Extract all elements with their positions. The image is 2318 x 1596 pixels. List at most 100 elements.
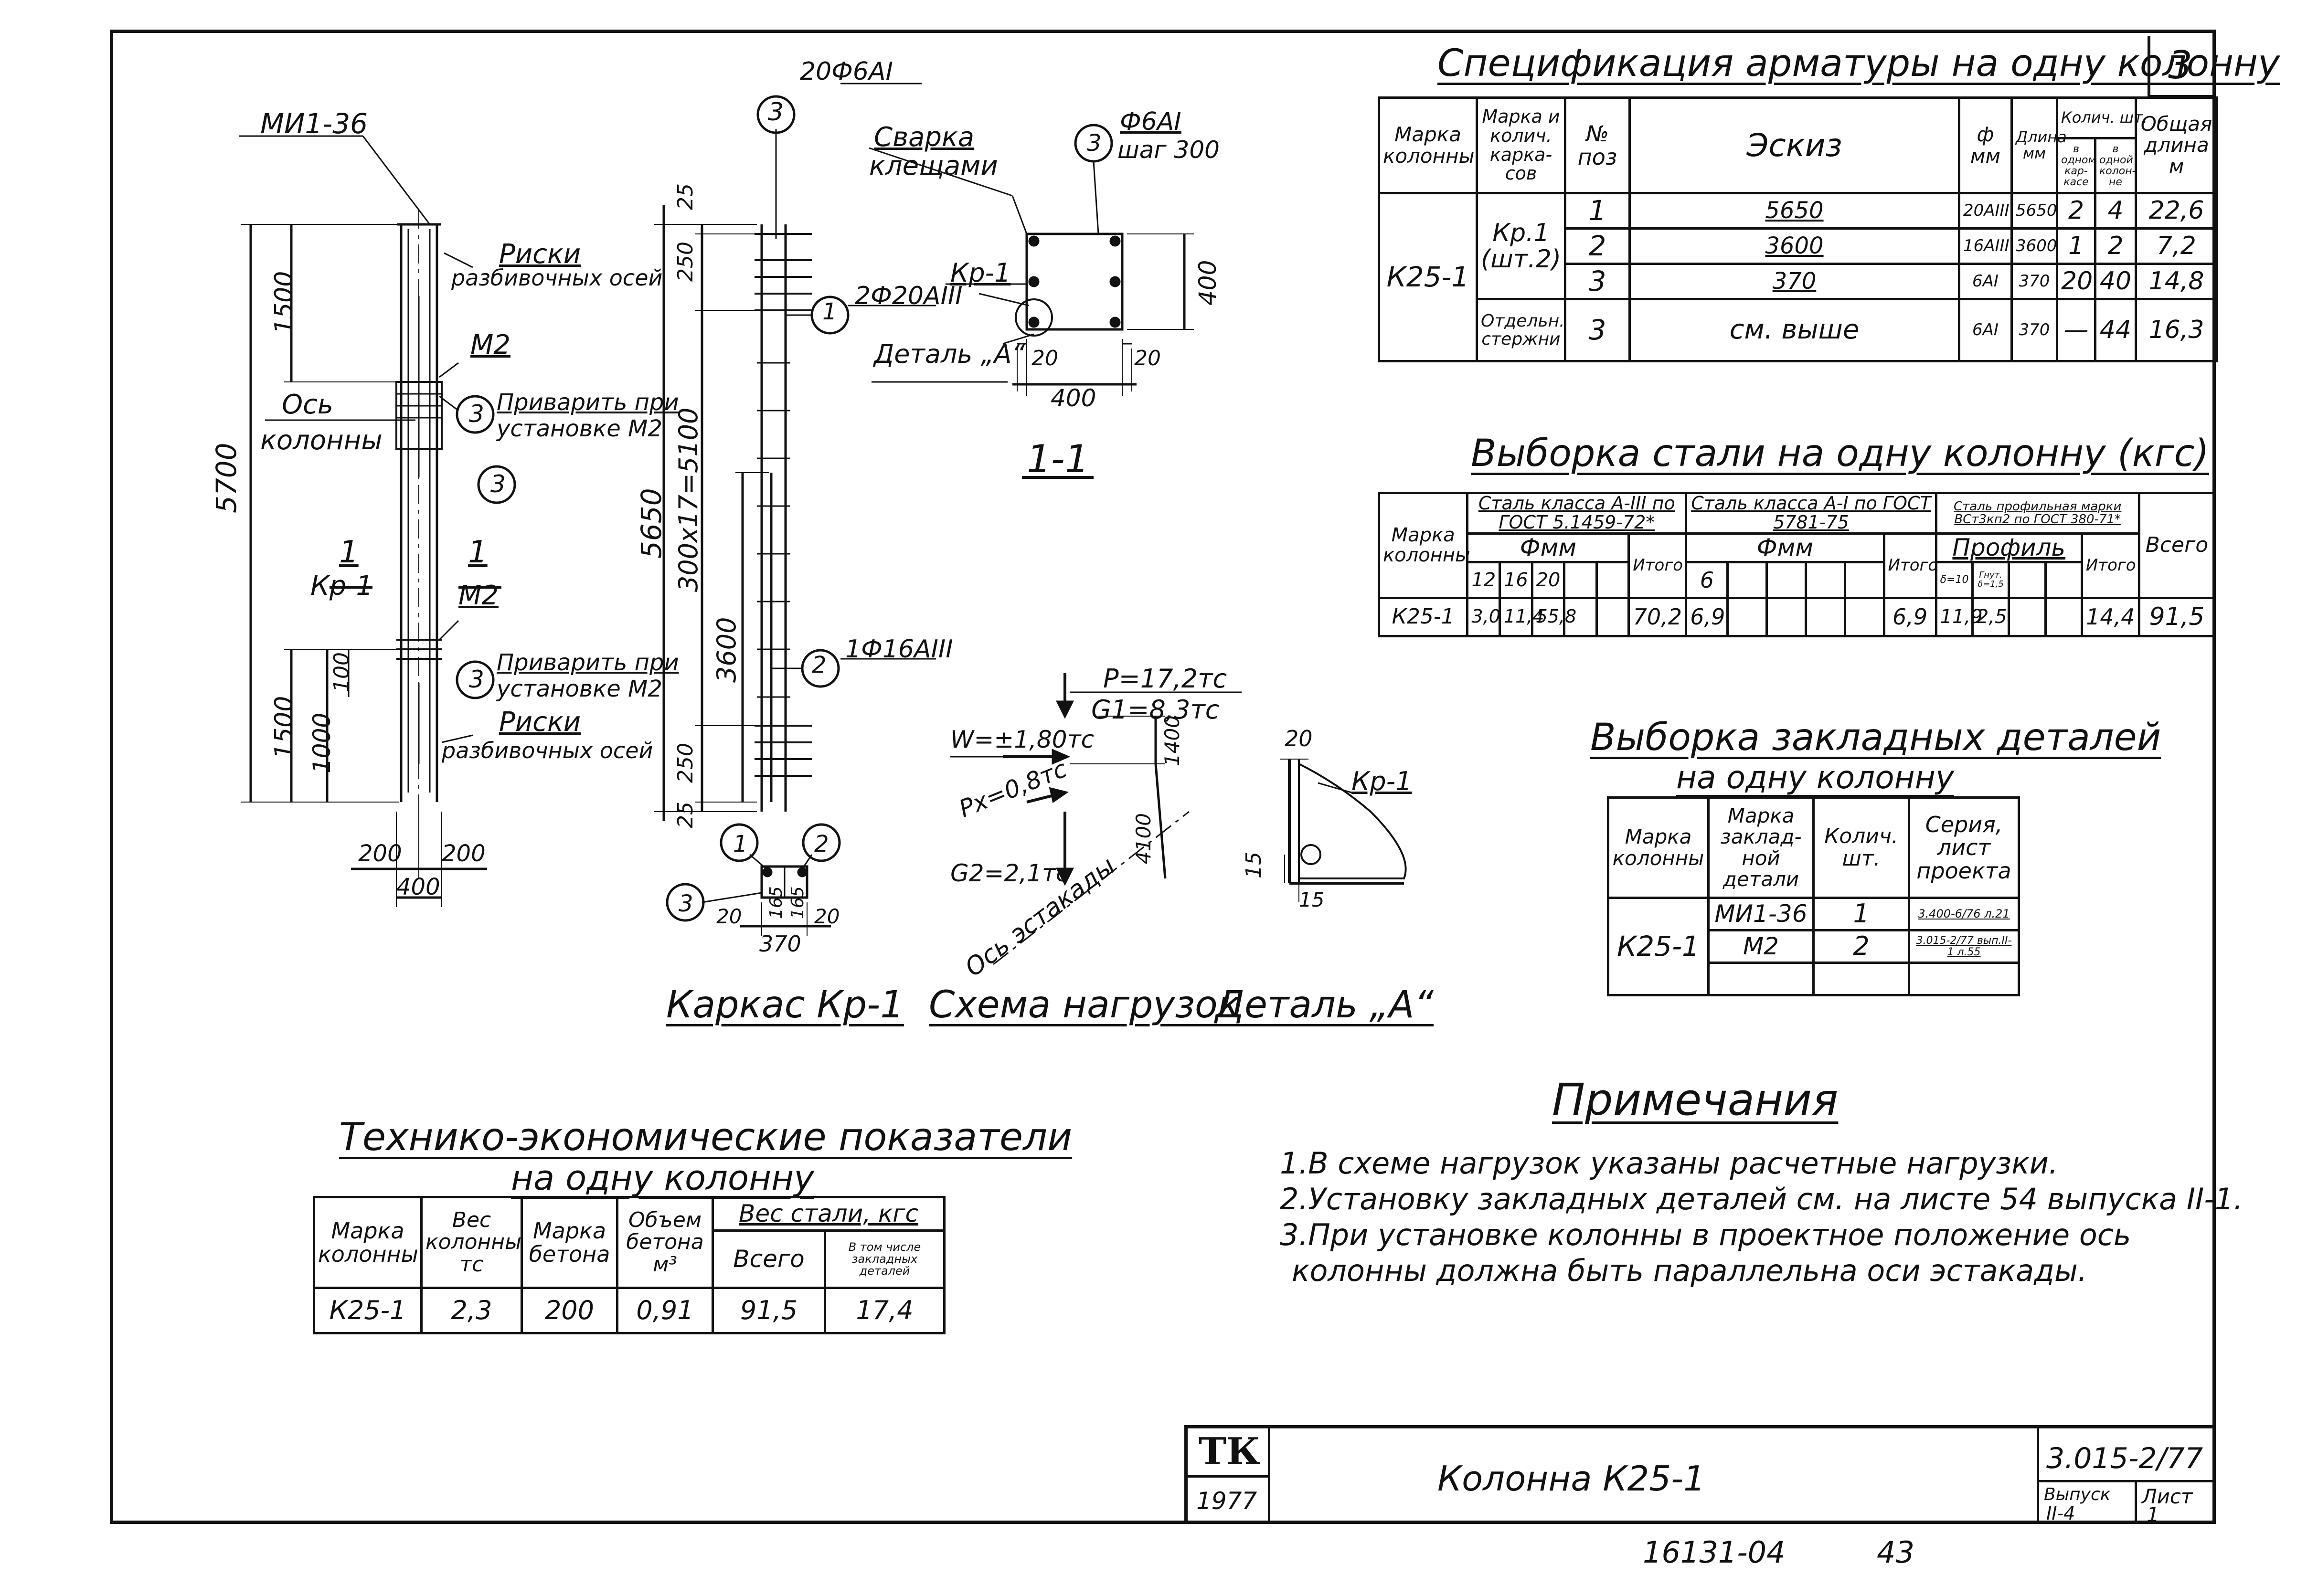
tep-steel-emb: 17,4: [824, 1287, 946, 1334]
sec-pos-2: 2: [814, 831, 829, 857]
steel-h-total3: Итого: [2080, 532, 2140, 599]
spec-pos: 2: [1564, 227, 1631, 265]
dim-250-bot: 250: [673, 743, 698, 783]
spec-extra-total: 16,3: [2135, 298, 2219, 362]
spec-q1: 2: [2056, 192, 2096, 230]
steel-h-a3: Сталь класса А-III по ГОСТ 5.1459-72*: [1466, 492, 1688, 535]
spec-title: Спецификация арматуры на одну колонну: [1437, 42, 2280, 85]
dim-200-right: 200: [442, 840, 486, 867]
dim-25-top: 25: [673, 183, 698, 210]
stamp-top-line: [1184, 1425, 2216, 1428]
emb-h-ref: Серия, лист проекта: [1908, 796, 2020, 899]
steel-v-empty: [2044, 596, 2083, 637]
label-marks-top: Риски: [499, 239, 581, 270]
column-elevation: [239, 135, 516, 907]
spec-len: 3600: [2010, 227, 2058, 265]
dim-1500-bot: 1500: [270, 696, 298, 759]
steel-d-empty: [1726, 560, 1768, 599]
steel-mark: К25-1: [1377, 596, 1469, 637]
load-dim-1400: 1400: [1160, 715, 1184, 766]
title-frame: Каркас Кр-1: [666, 983, 904, 1026]
spec-pos: 3: [1564, 263, 1631, 300]
steel-d20: 20: [1531, 560, 1566, 599]
label-marks-bottom2: разбивочных осей: [442, 738, 653, 763]
load-g1: G1=8,3тс: [1091, 695, 1220, 725]
load-scheme: [950, 673, 1242, 965]
spec-extra-q2: 44: [2094, 298, 2137, 362]
steel-d16: 16: [1498, 560, 1533, 599]
stamp-issue-label: Выпуск: [2044, 1485, 2111, 1504]
steel-d-empty: [1595, 560, 1630, 599]
note-3: 3.При установке колонны в проектное поло…: [1280, 1217, 2131, 1252]
stamp-sheet: 1: [2147, 1503, 2159, 1526]
load-g2: G2=2,1тс: [950, 859, 1069, 887]
spec-sketch: 370: [1628, 263, 1960, 300]
drawing-frame: [110, 30, 2216, 1524]
steel-p-empty: [2008, 560, 2047, 599]
label-sec-num: 1: [339, 535, 359, 570]
stamp-sheet-divider: [2135, 1482, 2137, 1524]
notes-title: Примечания: [1552, 1074, 1839, 1125]
frame-pos-1: 1: [822, 298, 837, 325]
label-sec-kr: Кр-1: [310, 571, 373, 602]
steel-d-empty: [1843, 560, 1885, 599]
tep-h-steel: Вес стали, кгс: [712, 1196, 946, 1232]
label-sec-num-right: 1: [468, 535, 488, 570]
load-w: W=±1,80тс: [950, 726, 1095, 753]
dim-400-vertical: 400: [1194, 260, 1222, 306]
spec-h-frame: Марка и колич. карка-сов: [1476, 96, 1566, 194]
spec-dia: 16АIII: [1958, 227, 2013, 265]
stamp-sheet-label: Лист: [2142, 1485, 2193, 1508]
spec-h-dia: ф мм: [1958, 96, 2013, 194]
spec-q2: 2: [2094, 227, 2137, 265]
stamp-year-divider: [1188, 1475, 1268, 1478]
stamp-logo-divider: [1268, 1425, 1270, 1524]
steel-v-empty: [2008, 596, 2047, 637]
spec-extra-q1: —: [2056, 298, 2096, 362]
pos-3-a: 3: [469, 400, 484, 428]
label-mi1-36: МИ1-36: [260, 107, 368, 140]
stamp-logo: ТК: [1199, 1430, 1260, 1473]
steel-h-fmm2: Фмм: [1685, 532, 1885, 563]
emb-table: Марка колонны Марка заклад-ной детали Ко…: [1607, 796, 2020, 996]
tep-h-concrete: Марка бетона: [521, 1196, 618, 1289]
dim-400: 400: [396, 874, 440, 900]
steel-d-empty: [1563, 560, 1598, 599]
emb-empty: [1908, 962, 2020, 996]
tep-h-mark: Марка колонны: [313, 1196, 423, 1289]
steel-pv2: 2,5: [1971, 596, 2010, 637]
emb-title2: на одну колонну: [1676, 759, 1954, 796]
label-m2-bottom: М2: [458, 580, 499, 611]
detail-dim-15a: 15: [1242, 852, 1266, 878]
spec-h-q1: в одном кар-касе: [2056, 137, 2096, 194]
label-marks-bottom: Риски: [499, 707, 581, 738]
pos-3-b: 3: [490, 470, 506, 498]
emb-h-qty: Колич. шт.: [1812, 796, 1910, 899]
tep-mark: К25-1: [313, 1287, 423, 1334]
spec-q2: 4: [2094, 192, 2137, 230]
section-title: 1-1: [1027, 437, 1089, 481]
detail-kr: Кр-1: [1351, 766, 1412, 796]
spec-extra-dia: 6АI: [1958, 298, 2013, 362]
tep-volume: 0,91: [616, 1287, 714, 1334]
tep-h-all: Всего: [712, 1229, 826, 1289]
spec-h-len: Длина мм: [2010, 96, 2067, 194]
spec-h-pos: № поз: [1564, 96, 1631, 194]
spec-h-sketch: Эскиз: [1628, 96, 1960, 194]
stamp-left-line: [1184, 1425, 1188, 1524]
spec-total: 22,6: [2135, 192, 2219, 230]
steel-h-mark: Марка колонны: [1377, 492, 1470, 599]
load-p: P=17,2тс: [1103, 664, 1227, 694]
spec-q1: 1: [2056, 227, 2096, 265]
section-pos-3: 3: [1087, 130, 1102, 157]
dim-5650: 5650: [635, 488, 668, 559]
spec-sketch: 3600: [1628, 227, 1960, 265]
frame-kr1: [654, 83, 936, 936]
sec-dim-20-left: 20: [716, 905, 742, 928]
dim-25-bot: 25: [673, 802, 698, 828]
label-section-kr: Кр-1: [950, 258, 1011, 288]
spec-sketch: 5650: [1628, 192, 1960, 230]
dim-20-right: 20: [1134, 346, 1161, 370]
emb-qty: 2: [1812, 929, 1910, 964]
steel-title: Выборка стали на одну колонну (кгс): [1471, 432, 2209, 475]
